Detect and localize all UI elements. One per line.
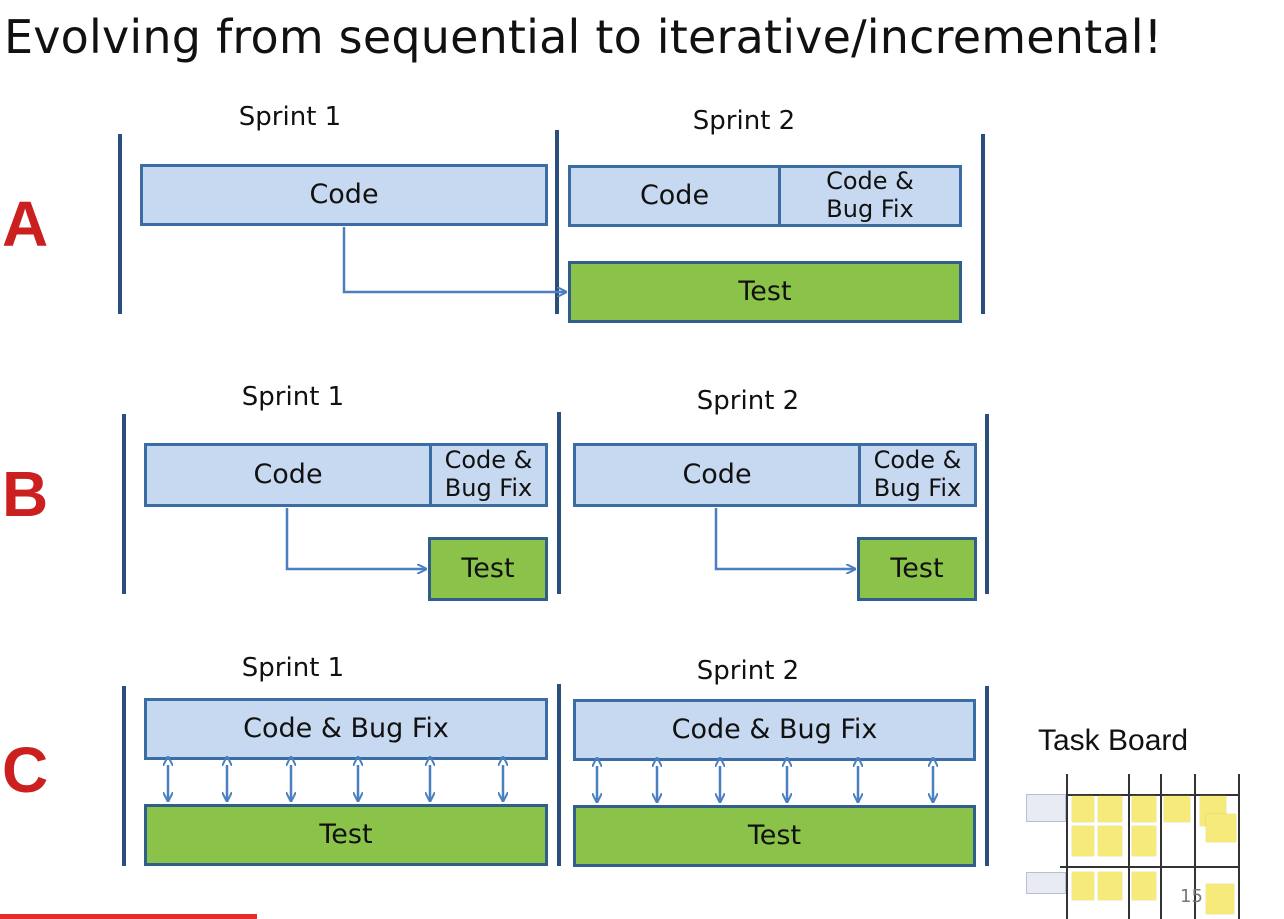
row-a-sprint-1-code-box: Code bbox=[140, 164, 548, 226]
row-c-sprint-1-test-box: Test bbox=[144, 804, 548, 866]
row-b-sprint-2-test-box: Test bbox=[857, 537, 977, 601]
video-progress-bar[interactable] bbox=[0, 914, 257, 919]
row-b-sprint-2-code-text: Code bbox=[682, 459, 752, 491]
task-board-grid-line bbox=[1128, 774, 1130, 919]
row-a-sprint-2-code-text: Code bbox=[639, 180, 710, 212]
row-b-sprint-1-code-bugfix-box: Code & Bug Fix bbox=[429, 443, 548, 507]
row-b-sprint-2-label: Sprint 2 bbox=[696, 386, 800, 416]
task-board-story-card bbox=[1026, 872, 1066, 894]
row-a-divider-left bbox=[118, 134, 122, 314]
row-c-sprint-1-code-bugfix-text: Code & Bug Fix bbox=[243, 713, 449, 745]
row-b-divider-right bbox=[985, 414, 989, 594]
row-b-sprint-1-code-bugfix-text: Code & Bug Fix bbox=[444, 446, 533, 502]
row-c-sprint-2-test-box: Test bbox=[573, 805, 976, 867]
row-b-sprint-1-code-text: Code bbox=[253, 459, 323, 491]
task-board-sticky-note bbox=[1072, 872, 1094, 900]
row-c-sprint-2-label: Sprint 2 bbox=[696, 656, 800, 686]
row-a-handoff-arrow bbox=[342, 227, 566, 292]
row-b-divider-left bbox=[122, 414, 126, 594]
task-board-sticky-note bbox=[1072, 826, 1094, 856]
row-b-sprint-1-label: Sprint 1 bbox=[241, 382, 345, 412]
row-a-sprint-2-code-box: Code bbox=[568, 165, 781, 227]
task-board-sticky-note bbox=[1098, 796, 1122, 822]
row-c-divider-right bbox=[985, 686, 989, 866]
row-c-divider-middle bbox=[557, 684, 561, 866]
task-board-sticky-note bbox=[1072, 796, 1094, 822]
row-label-a: A bbox=[2, 188, 49, 260]
task-board-image: Task Board bbox=[1020, 724, 1260, 919]
row-c-sprint-1-code-bugfix-box: Code & Bug Fix bbox=[144, 698, 548, 760]
task-board-grid-line bbox=[1060, 866, 1240, 868]
row-a-sprint-2-code-bugfix-box: Code & Bug Fix bbox=[778, 165, 962, 227]
task-board-grid-line bbox=[1194, 774, 1196, 919]
task-board-sticky-note bbox=[1132, 872, 1156, 900]
row-c-sprint-2-code-bugfix-text: Code & Bug Fix bbox=[671, 714, 878, 746]
task-board-sticky-note bbox=[1132, 796, 1156, 822]
task-board-sticky-note bbox=[1206, 884, 1234, 914]
row-c-sprint-2-code-bugfix-box: Code & Bug Fix bbox=[573, 699, 976, 761]
task-board-sticky-note bbox=[1098, 872, 1122, 900]
task-board-sticky-note bbox=[1132, 826, 1156, 856]
row-c-sprint-2-test-text: Test bbox=[747, 820, 802, 852]
row-a-divider-right bbox=[981, 134, 985, 314]
row-b-sprint-1-code-box: Code bbox=[144, 443, 432, 507]
row-a-sprint-1-label: Sprint 1 bbox=[238, 102, 342, 132]
page-number: 15 bbox=[1180, 886, 1203, 907]
slide-title: Evolving from sequential to iterative/in… bbox=[4, 10, 1163, 64]
task-board-sticky-note bbox=[1206, 814, 1236, 842]
row-a-sprint-1-code-text: Code bbox=[309, 179, 379, 211]
task-board-sticky-note bbox=[1164, 796, 1190, 822]
row-b-sprint-2-code-box: Code bbox=[573, 443, 861, 507]
task-board-grid-line bbox=[1160, 774, 1162, 919]
row-c-divider-left bbox=[122, 686, 126, 866]
task-board-sticky-note bbox=[1098, 826, 1122, 856]
row-b-sprint-1-handoff-arrow bbox=[285, 508, 426, 569]
row-a-sprint-2-code-bugfix-text: Code & Bug Fix bbox=[826, 167, 914, 223]
task-board-grid-line bbox=[1238, 774, 1240, 919]
row-a-divider-middle bbox=[555, 130, 559, 314]
task-board-title: Task Board bbox=[1038, 724, 1189, 757]
row-b-divider-middle bbox=[557, 412, 561, 594]
row-c-sprint-1-label: Sprint 1 bbox=[241, 653, 345, 683]
row-b-sprint-1-test-box: Test bbox=[428, 537, 548, 601]
row-c-sprint-1-test-text: Test bbox=[319, 819, 373, 851]
row-b-sprint-2-code-bugfix-box: Code & Bug Fix bbox=[858, 443, 977, 507]
row-a-sprint-2-test-text: Test bbox=[738, 276, 792, 308]
row-a-sprint-2-label: Sprint 2 bbox=[692, 106, 796, 136]
task-board-grid-line bbox=[1060, 794, 1240, 796]
row-b-sprint-2-handoff-arrow bbox=[714, 508, 855, 569]
row-a-sprint-2-test-box: Test bbox=[568, 261, 962, 323]
row-b-sprint-2-code-bugfix-text: Code & Bug Fix bbox=[873, 446, 962, 502]
row-b-sprint-1-test-text: Test bbox=[461, 553, 515, 585]
row-b-sprint-2-test-text: Test bbox=[890, 553, 944, 585]
task-board-grid-line bbox=[1066, 774, 1068, 919]
row-label-b: B bbox=[2, 458, 49, 530]
task-board-story-card bbox=[1026, 794, 1066, 822]
row-label-c: C bbox=[2, 734, 49, 806]
